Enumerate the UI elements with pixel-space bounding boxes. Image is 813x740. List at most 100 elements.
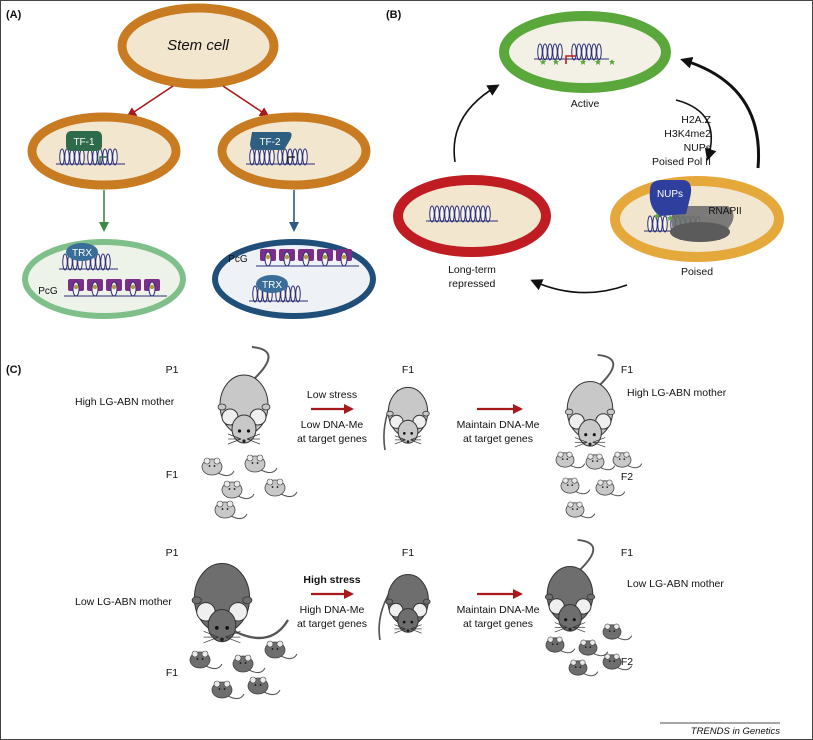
nucleosome bbox=[647, 215, 653, 233]
pup-ear bbox=[191, 650, 199, 658]
arrow-stem-to-cell-right bbox=[222, 85, 270, 118]
mouse-nose bbox=[406, 440, 410, 443]
mouse-paw bbox=[242, 596, 253, 605]
p1-mother-mouse-dark bbox=[191, 563, 289, 644]
nucleosome bbox=[439, 205, 445, 223]
pup-eye bbox=[551, 643, 554, 645]
pup-tail bbox=[217, 470, 235, 477]
mouse-whisker bbox=[554, 626, 568, 633]
pup-eye bbox=[226, 508, 229, 510]
pup-eye bbox=[228, 488, 231, 490]
pup-ear bbox=[613, 623, 620, 630]
pup-tail bbox=[280, 653, 298, 660]
row2-mother-label: Low LG-ABN mother bbox=[75, 596, 172, 608]
panel-label-c: (C) bbox=[6, 364, 22, 376]
pup-eye bbox=[613, 630, 616, 632]
pup-ear bbox=[213, 457, 221, 465]
mouse-head bbox=[231, 414, 257, 444]
nucleosome bbox=[74, 148, 80, 166]
mouse-whisker bbox=[225, 636, 241, 644]
mouse-paw bbox=[606, 408, 616, 416]
pup-eye bbox=[233, 488, 236, 490]
active-tss-arrow bbox=[565, 55, 576, 64]
mouse-eye bbox=[572, 618, 576, 622]
pup-eye bbox=[239, 662, 242, 664]
chromatin-active bbox=[534, 43, 609, 61]
cell-trx-active bbox=[22, 239, 186, 319]
pup-eye bbox=[561, 458, 564, 460]
pup-ear bbox=[249, 676, 257, 684]
pup-eye bbox=[256, 462, 259, 464]
panel-a: Stem cell TF-1 TF-2 TRX PcG PcG TRX bbox=[22, 3, 376, 319]
nucleosome bbox=[475, 205, 481, 223]
pup-ear bbox=[213, 680, 221, 688]
nucleosome bbox=[571, 43, 577, 61]
nucleosome bbox=[282, 148, 288, 166]
pup-eye bbox=[276, 486, 279, 488]
mouse-whisker bbox=[410, 628, 422, 634]
nucleosome bbox=[596, 43, 602, 61]
pup-eye bbox=[589, 646, 592, 648]
nucleosome bbox=[465, 205, 471, 223]
mouse-whisker bbox=[410, 439, 422, 445]
mouse-paw bbox=[586, 593, 596, 601]
pup-ear bbox=[587, 453, 594, 460]
pup-eye bbox=[606, 486, 609, 488]
pup-ear bbox=[557, 451, 564, 458]
mouse-whisker bbox=[227, 438, 242, 445]
h2az-mark bbox=[667, 215, 673, 221]
tf1-label: TF-1 bbox=[73, 137, 95, 148]
pup-ear bbox=[234, 654, 242, 662]
pup-eye bbox=[218, 688, 221, 690]
row2-f1-label-mid: F1 bbox=[402, 547, 414, 559]
pup-ear bbox=[244, 654, 252, 662]
pup-ear bbox=[580, 639, 587, 646]
arrow-repressed-to-active bbox=[453, 84, 500, 163]
nucleosome bbox=[449, 205, 455, 223]
pup-ear bbox=[556, 636, 563, 643]
nucleosome bbox=[252, 285, 258, 303]
h2az-mark bbox=[654, 213, 660, 219]
pcg-label-right: PcG bbox=[228, 254, 248, 265]
methyl-mark bbox=[149, 284, 155, 290]
pup-ear bbox=[576, 501, 583, 508]
pup-tail bbox=[248, 667, 266, 674]
pup-ear bbox=[589, 639, 596, 646]
tss-arrow-left bbox=[99, 156, 107, 164]
pup-eye bbox=[608, 660, 611, 662]
methyl-mark bbox=[303, 254, 309, 260]
mouse-whisker bbox=[394, 624, 406, 630]
mouse-whisker bbox=[227, 433, 242, 440]
pup-tail bbox=[600, 465, 616, 471]
mouse-whisker bbox=[574, 441, 588, 448]
nucleosome bbox=[485, 205, 491, 223]
maintain-label-row2: Maintain DNA-Me bbox=[457, 604, 540, 616]
mouse-paw bbox=[422, 410, 430, 417]
mouse-whisker bbox=[246, 433, 261, 440]
pup-eye bbox=[259, 684, 262, 686]
pup-eye bbox=[571, 508, 574, 510]
pup-tail bbox=[575, 489, 591, 495]
pup-tail bbox=[280, 491, 298, 498]
row2-f1-label-left: F1 bbox=[166, 667, 178, 679]
pup-ear bbox=[226, 500, 234, 508]
pup-ear bbox=[570, 659, 577, 666]
repressed-label-2: repressed bbox=[449, 278, 496, 290]
pup-eye bbox=[556, 643, 559, 645]
pup-tail bbox=[260, 467, 278, 474]
pup-ear bbox=[579, 659, 586, 666]
nups-label: NUPs bbox=[657, 189, 683, 200]
chromatin-tf2 bbox=[246, 148, 315, 166]
panel-c: P1 High LG-ABN mother F1 Low stress Low … bbox=[75, 346, 727, 700]
mouse-whisker bbox=[554, 622, 568, 628]
mark-poised-pol2: Poised Pol II bbox=[652, 156, 711, 168]
panel-label-b: (B) bbox=[386, 9, 402, 21]
mouse-whisker bbox=[394, 628, 406, 634]
f1-mouse-light bbox=[383, 386, 430, 451]
nucleosome bbox=[254, 148, 260, 166]
pup-ear bbox=[613, 653, 620, 660]
pup-eye bbox=[276, 648, 279, 650]
arrow-poised-to-active bbox=[680, 56, 761, 169]
pup-ear bbox=[223, 480, 231, 488]
mouse-paw bbox=[217, 403, 227, 411]
